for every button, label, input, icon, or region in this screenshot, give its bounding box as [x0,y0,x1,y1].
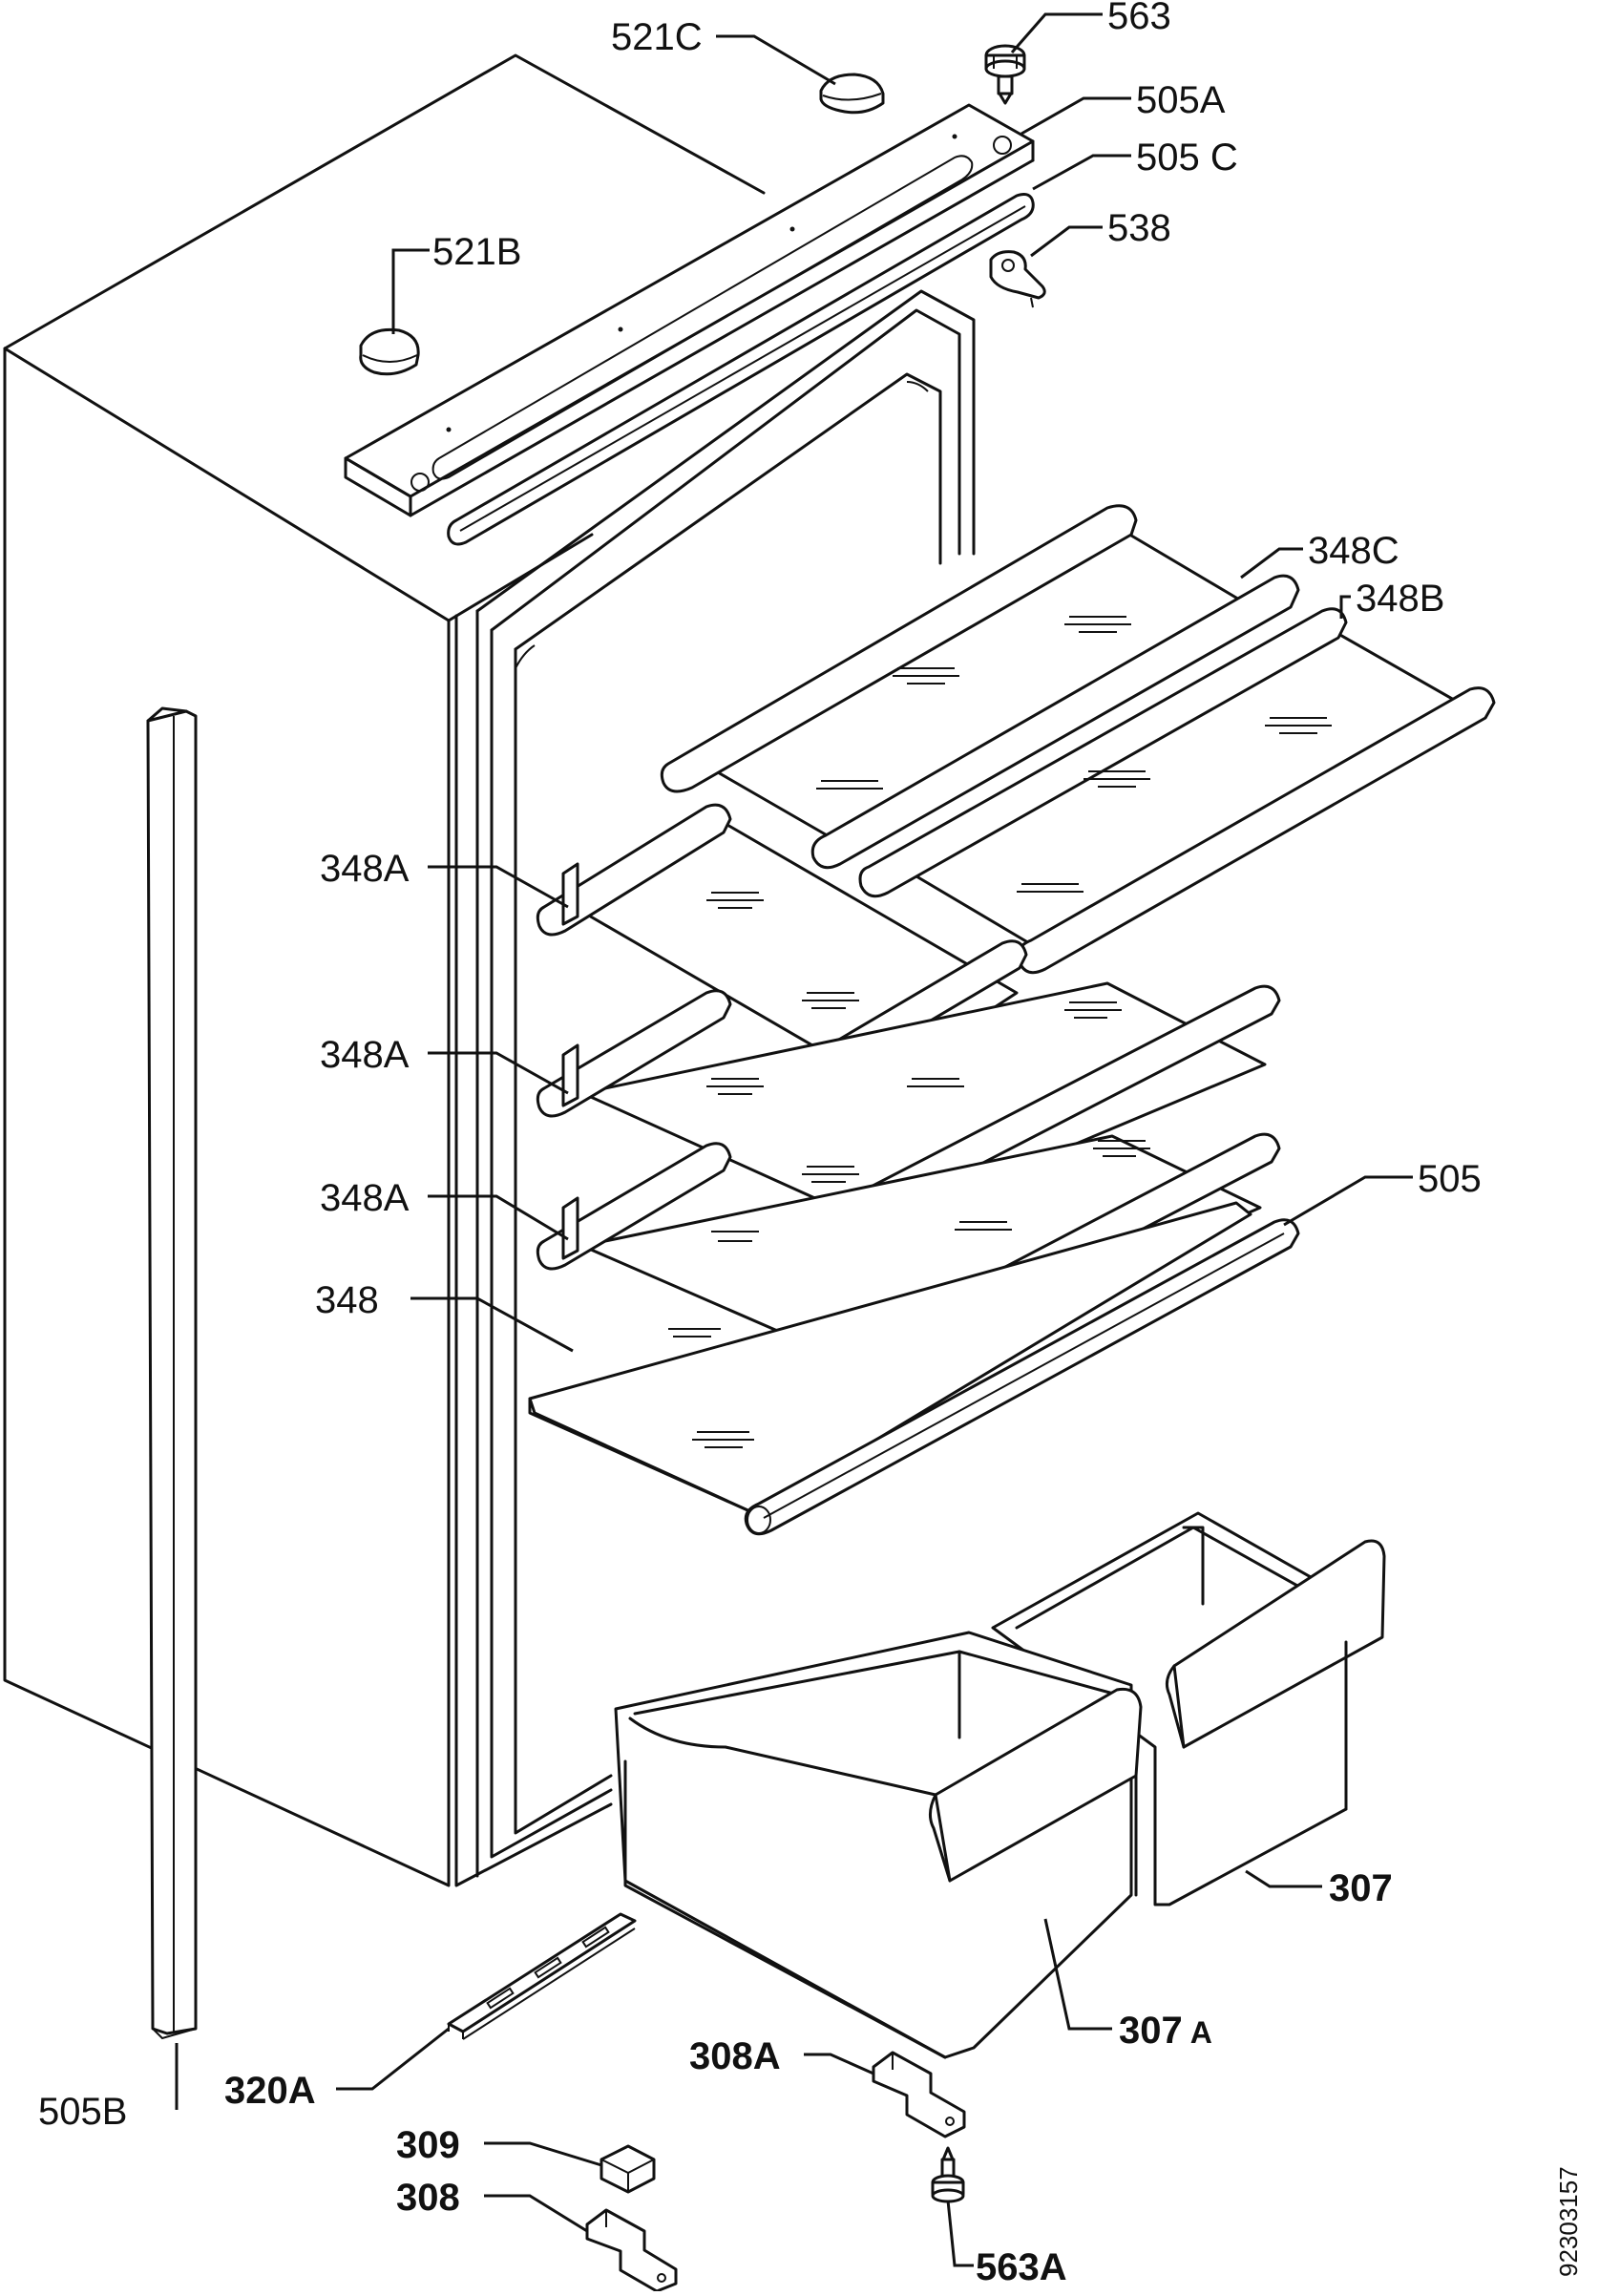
hinge-pin-563 [984,44,1026,105]
label-563a: 563A [976,2246,1067,2288]
bracket-308 [585,2208,678,2293]
shelf-348c [660,504,1300,870]
label-309: 309 [396,2124,460,2166]
label-348a-2: 348A [320,1034,410,1076]
cabinet-body [3,53,976,1887]
label-307: 307 [1329,1867,1393,1909]
label-307a-suffix: A [1190,2015,1212,2050]
label-505b: 505B [38,2091,127,2133]
document-number: 92303157 [1554,2166,1583,2277]
label-505: 505 [1418,1158,1482,1200]
label-348: 348 [315,1279,379,1321]
bracket-308a [872,2051,966,2138]
label-505a: 505A [1136,79,1226,121]
seal-505 [744,1218,1300,1536]
label-521c: 521C [611,16,703,58]
hinge-rail-505a [344,103,1035,517]
part-labels: 563 521C 505A 505 C 538 521B 348C 348B 3… [38,0,1482,2288]
shelf-348b [858,607,1496,975]
label-563: 563 [1107,0,1171,37]
cap-309 [600,2144,656,2194]
label-538: 538 [1107,207,1171,249]
hinge-cover-521c [819,73,885,115]
label-521b: 521B [432,231,521,273]
crisper-drawer-307a [614,1631,1143,2059]
label-348a-1: 348A [320,848,410,890]
label-348a-3: 348A [320,1177,410,1219]
label-348b: 348B [1356,578,1444,620]
bracket-320a [447,1912,637,2040]
hinge-cover-521b [359,327,420,376]
pin-563a [931,2146,965,2203]
glass-plate-348 [528,1201,1252,1515]
leader-lines [175,12,1413,2267]
label-320a: 320A [224,2070,316,2112]
crisper-drawer-307 [991,1511,1386,1906]
door-seal-505b [146,706,198,2040]
label-308a: 308A [689,2035,781,2077]
label-505c: 505 C [1136,137,1238,179]
label-348c: 348C [1308,530,1399,572]
door-stop-538 [989,250,1046,308]
label-307a-number: 307 [1119,2010,1183,2052]
door-seal-505c [447,193,1035,546]
label-308: 308 [396,2177,460,2219]
